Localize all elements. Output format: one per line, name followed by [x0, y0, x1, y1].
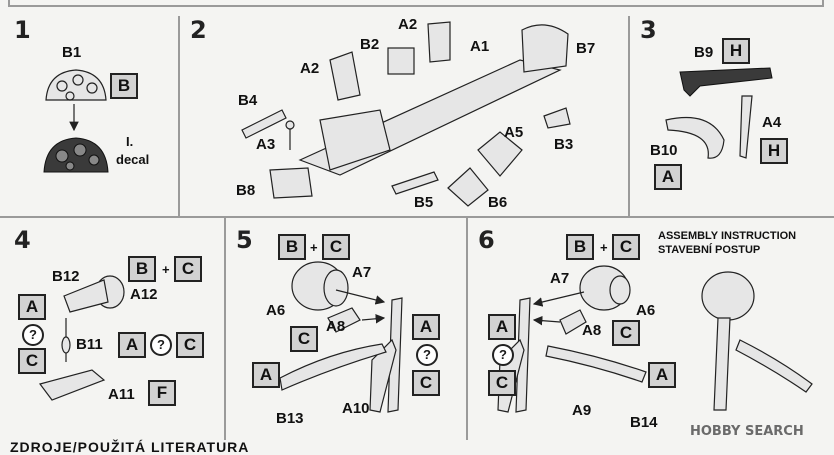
sprue-box-a: A — [654, 164, 682, 190]
sprue-box-a-left: A — [252, 362, 280, 388]
gunsight-drawing — [38, 275, 125, 401]
step-number-5: 5 — [236, 226, 253, 254]
sprue-box-b: B — [278, 234, 306, 260]
part-label-b13: B13 — [276, 410, 304, 427]
step-number-3: 3 — [640, 16, 657, 44]
top-border-left — [8, 0, 10, 6]
part-label-a5: A5 — [504, 124, 524, 141]
sprue-box-c-left: C — [18, 348, 46, 374]
sprue-box-b: B — [566, 234, 594, 260]
sprue-box-a-right: A — [412, 314, 440, 340]
divider-2-3 — [628, 16, 630, 216]
assembly-note-line1: ASSEMBLY INSTRUCTION — [658, 230, 797, 242]
part-label-b2: B2 — [360, 36, 380, 53]
part-label-a4: A4 — [762, 114, 782, 131]
decal-label-line2: decal — [116, 152, 150, 167]
sprue-box-c-left: C — [290, 326, 318, 352]
sprue-box-a-mid: A — [118, 332, 146, 358]
part-label-a11: A11 — [108, 386, 135, 403]
sprue-box-f: F — [148, 380, 176, 406]
part-label-a3: A3 — [256, 136, 276, 153]
or-mark-left: ? — [22, 324, 44, 346]
part-label-a2-left: A2 — [300, 60, 320, 77]
step-number-2: 2 — [190, 16, 207, 44]
part-label-b4: B4 — [238, 92, 258, 109]
decal-label-line1: I. — [126, 134, 134, 149]
sprue-box-c-left: C — [488, 370, 516, 396]
landing-gear-drawing-6 — [497, 265, 813, 413]
step-number-4: 4 — [14, 226, 31, 254]
divider-5-6 — [466, 218, 468, 440]
part-label-b9: B9 — [694, 44, 714, 61]
watermark: HOBBY SEARCH — [690, 424, 804, 439]
or-mark: ? — [492, 344, 514, 366]
sprue-box-c-right: C — [612, 320, 640, 346]
sprue-box-c: C — [174, 256, 202, 282]
top-border-right — [822, 0, 824, 6]
part-label-b5: B5 — [414, 194, 434, 211]
part-label-b12: B12 — [52, 268, 80, 285]
part-label-b11: B11 — [76, 336, 103, 353]
part-label-a6: A6 — [636, 302, 656, 319]
sprue-box-c: C — [322, 234, 350, 260]
part-label-a12: A12 — [130, 286, 158, 303]
cockpit-floor-drawing — [241, 21, 571, 207]
step-number-6: 6 — [478, 226, 495, 254]
part-label-b1: B1 — [62, 44, 82, 61]
sprue-box-h-top: H — [722, 38, 750, 64]
plus-sign: + — [600, 240, 608, 255]
part-label-a7: A7 — [352, 264, 372, 281]
part-label-a8: A8 — [326, 318, 346, 335]
sprue-box-c: C — [612, 234, 640, 260]
sprue-box-a-left: A — [488, 314, 516, 340]
sprue-box-c-mid: C — [176, 332, 204, 358]
part-label-b8: B8 — [236, 182, 256, 199]
part-label-a9: A9 — [572, 402, 592, 419]
sprue-box-a-right: A — [648, 362, 676, 388]
divider-4-5 — [224, 218, 226, 440]
part-label-a8: A8 — [582, 322, 602, 339]
part-label-a1: A1 — [470, 38, 490, 55]
step-number-1: 1 — [14, 16, 31, 44]
part-label-b14: B14 — [630, 414, 658, 431]
sprue-box-c-right: C — [412, 370, 440, 396]
part-label-a6: A6 — [266, 302, 286, 319]
part-label-a7: A7 — [550, 270, 570, 287]
part-label-b3: B3 — [554, 136, 574, 153]
row-divider — [0, 216, 834, 218]
divider-1-2 — [178, 16, 180, 216]
or-mark: ? — [416, 344, 438, 366]
landing-gear-drawing-5 — [279, 261, 403, 413]
sprue-box-b: B — [128, 256, 156, 282]
sprue-box-h-bottom: H — [760, 138, 788, 164]
top-border — [8, 5, 824, 7]
part-label-a2-top: A2 — [398, 16, 418, 33]
instrument-panel-drawing — [43, 69, 109, 173]
part-label-a10: A10 — [342, 400, 370, 417]
references-heading: ZDROJE/POUŽITÁ LITERATURA — [10, 439, 250, 455]
assembly-note-line2: STAVEBNÍ POSTUP — [658, 244, 761, 256]
part-label-b10: B10 — [650, 142, 678, 159]
sprue-box-a-left: A — [18, 294, 46, 320]
plus-sign: + — [162, 262, 170, 277]
control-stick-drawing — [665, 67, 773, 159]
plus-sign: + — [310, 240, 318, 255]
part-label-b7: B7 — [576, 40, 596, 57]
part-label-b6: B6 — [488, 194, 508, 211]
sprue-box-b: B — [110, 73, 138, 99]
or-mark-mid: ? — [150, 334, 172, 356]
